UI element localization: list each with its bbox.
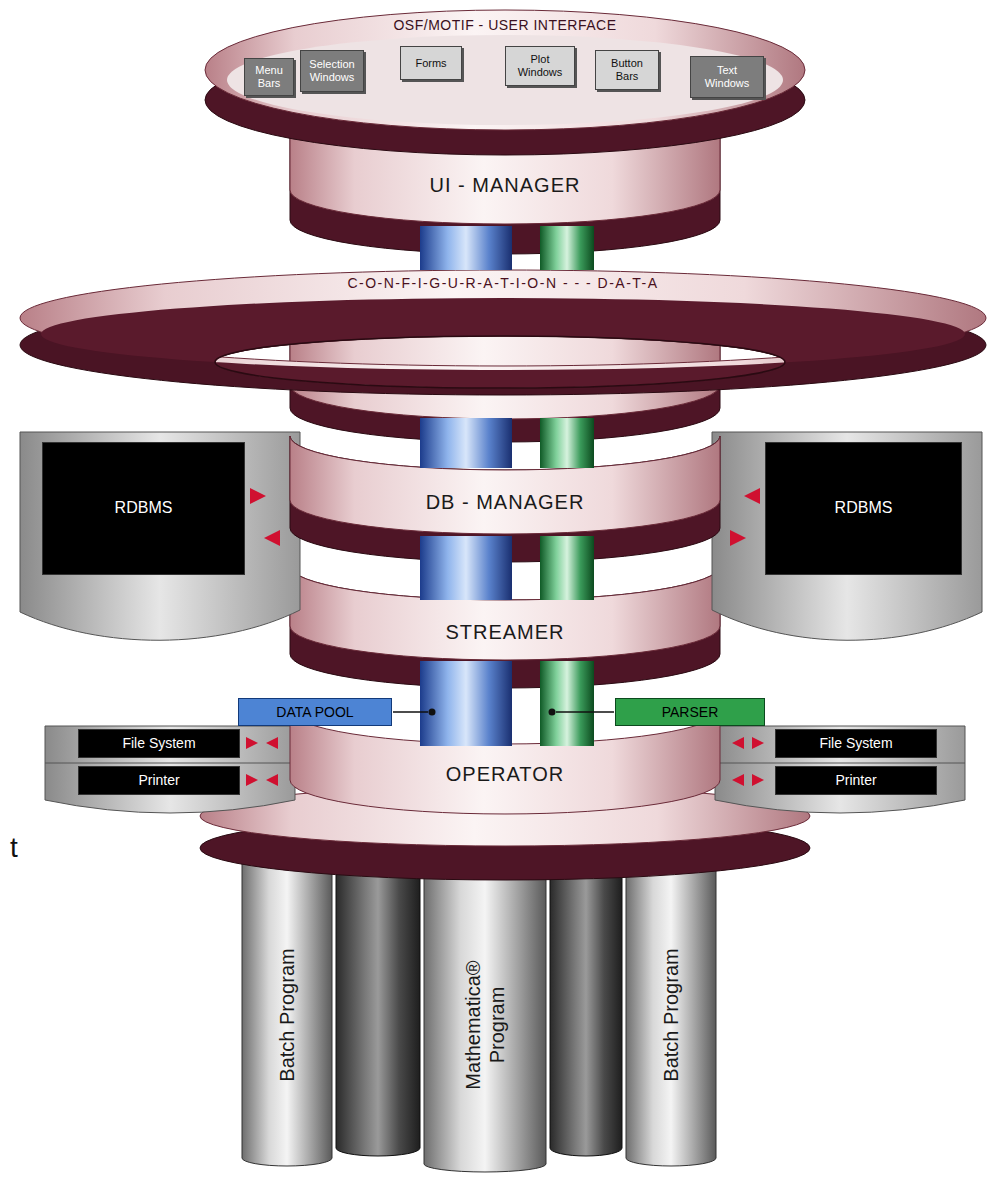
node-text: Mathematica® Program <box>461 940 509 1110</box>
stray-label: t <box>10 832 18 864</box>
ui-tab: Menu Bars <box>244 58 294 96</box>
node-text: Text Windows <box>694 64 760 89</box>
device-box: File System <box>78 729 240 758</box>
node-text: RDBMS <box>835 499 893 517</box>
device-box: File System <box>775 729 937 758</box>
layer-cylinder: UI - MANAGER <box>300 162 710 208</box>
node-text: OPERATOR <box>446 763 564 786</box>
node-text: Batch Program <box>659 890 683 1140</box>
node-text: Printer <box>835 772 876 788</box>
node-text: STREAMER <box>445 621 564 644</box>
interface-disc: OSF/MOTIF - USER INTERFACE Menu Bars Selec… <box>205 10 805 135</box>
layer-cylinder: DB - MANAGER <box>300 480 710 524</box>
node-text: Forms <box>415 57 446 70</box>
node-text: File System <box>819 735 892 751</box>
node-text: Button Bars <box>599 57 655 82</box>
program-cylinder: Mathematica® Program <box>428 885 542 1165</box>
node-text: Selection Windows <box>304 58 360 83</box>
node-text: DATA POOL <box>276 704 353 720</box>
config-ring: C-O-N-F-I-G-U-R-A-T-I-O-N - - - D-A-T-A <box>233 273 773 293</box>
ui-tab: Text Windows <box>690 56 764 98</box>
program-cylinder: Batch Program <box>630 880 712 1150</box>
node-text: DB - MANAGER <box>426 491 585 514</box>
node-text: PARSER <box>662 704 719 720</box>
ui-tab: Selection Windows <box>300 50 364 92</box>
ui-tab: Button Bars <box>595 50 659 90</box>
layer-cylinder: OPERATOR <box>330 750 680 798</box>
program-cylinder: Batch Program <box>246 880 328 1150</box>
layer-cylinder: STREAMER <box>300 610 710 654</box>
node-text: RDBMS <box>115 499 173 517</box>
device-box: Printer <box>775 766 937 795</box>
node-text: C-O-N-F-I-G-U-R-A-T-I-O-N - - - D-A-T-A <box>347 275 658 291</box>
node-text: Batch Program <box>275 890 299 1140</box>
node-text: Menu Bars <box>248 64 290 89</box>
parser-tag: PARSER <box>615 698 765 726</box>
node-text: Plot Windows <box>509 53 571 78</box>
database-box: RDBMS <box>42 442 245 575</box>
node-text: Printer <box>138 772 179 788</box>
node-text: UI - MANAGER <box>430 174 581 197</box>
node-text: File System <box>122 735 195 751</box>
node-text: OSF/MOTIF - USER INTERFACE <box>393 17 616 33</box>
device-box: Printer <box>78 766 240 795</box>
ui-tab: Forms <box>400 46 462 80</box>
database-box: RDBMS <box>765 442 962 575</box>
pool-tag: DATA POOL <box>238 698 392 726</box>
ui-tab: Plot Windows <box>505 46 575 86</box>
